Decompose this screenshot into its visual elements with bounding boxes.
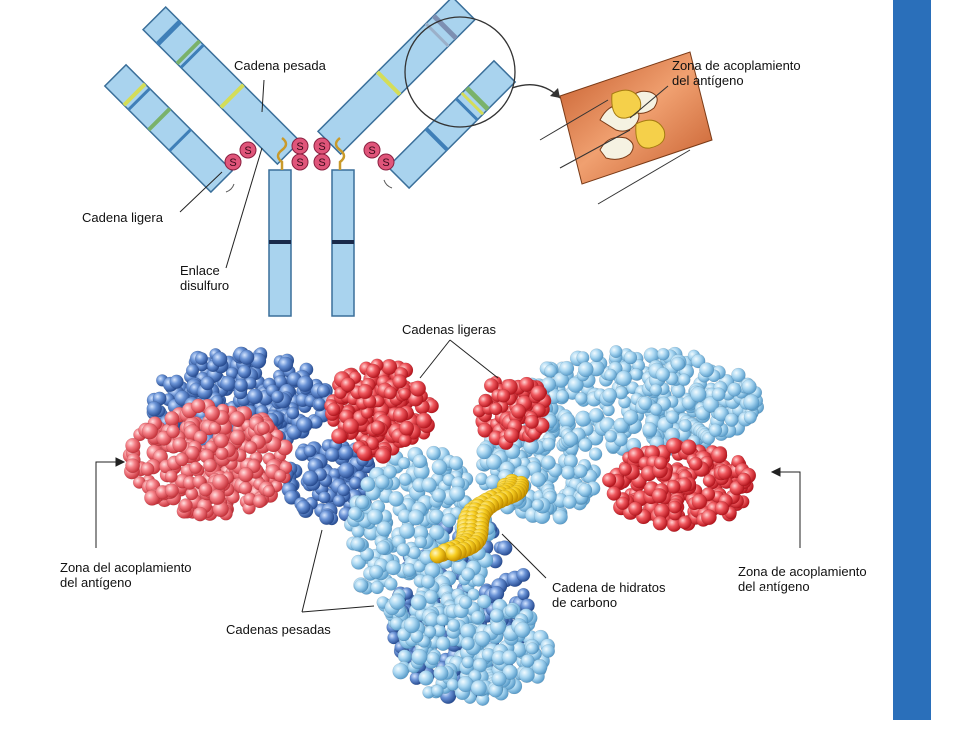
sulfur-atom xyxy=(239,141,257,159)
carbohydrate-chain xyxy=(429,473,530,564)
sulfur-symbol: S xyxy=(382,157,389,169)
left-binding-site-line2: del antígeno xyxy=(60,575,132,590)
left-light-chain xyxy=(103,63,234,194)
disulfide-label-line1: Enlace xyxy=(180,263,220,278)
disulfide-label-line2: disulfuro xyxy=(180,278,230,293)
left-heavy-chain xyxy=(141,5,302,166)
magnifier-circle xyxy=(404,16,516,128)
sulfur-symbol: S xyxy=(296,157,303,169)
sulfur-symbol: S xyxy=(296,141,303,153)
right-binding-site-label: Zona de acoplamiento del antígeno xyxy=(738,564,867,594)
light-blue-cluster-bottom xyxy=(392,593,556,706)
red-cluster-left-top xyxy=(323,358,439,464)
space-filling-model xyxy=(122,345,765,706)
right-light-chain xyxy=(386,59,517,190)
carbohydrate-label-line1: Cadena de hidratos xyxy=(552,580,666,595)
binding-site-label: Zona de acoplamiento del antígeno xyxy=(672,58,801,88)
right-binding-site-line1: Zona de acoplamiento xyxy=(738,564,867,579)
sulfur-symbol: S xyxy=(244,145,251,157)
sulfur-symbol: S xyxy=(318,141,325,153)
heavy-chain-label: Cadena pesada xyxy=(234,58,326,73)
left-binding-site-label: Zona del acoplamiento del antígeno xyxy=(60,560,192,590)
binding-site-label-line2: del antígeno xyxy=(672,73,744,88)
sulfur-symbol: S xyxy=(368,145,375,157)
red-cluster-right xyxy=(602,437,757,532)
hinge-left xyxy=(276,137,288,170)
red-cluster-center-top xyxy=(472,375,552,451)
binding-site-inset xyxy=(539,51,713,205)
stem-heavy-chain-left xyxy=(268,169,292,317)
sulfur-symbol: S xyxy=(229,157,236,169)
hinge-right xyxy=(334,137,346,170)
sulfur-atom xyxy=(224,153,242,171)
carbohydrate-label-line2: de carbono xyxy=(552,595,618,610)
disulfide-label: Enlace disulfuro xyxy=(180,263,229,293)
pink-cluster-left xyxy=(122,398,293,522)
credit-line2: ISBN 84-486-0330-3 xyxy=(774,631,786,732)
credit-text: Princp Integ Zool, Hickman et al, 2003 I… xyxy=(762,432,786,732)
bottom-leader-lines xyxy=(95,339,801,613)
sulfur-atom xyxy=(363,141,381,159)
carbohydrate-chain-label: Cadena de hidratos de carbono xyxy=(552,580,665,610)
light-chain-label: Cadena ligera xyxy=(82,210,163,225)
heavy-chains-label: Cadenas pesadas xyxy=(226,622,331,637)
dark-blue-cluster-left xyxy=(146,346,337,450)
credit-line1: Princp Integ Zool, Hickman et al, 2003 xyxy=(762,545,774,732)
sulfur-symbol: S xyxy=(318,157,325,169)
right-binding-site-line2: del antígeno xyxy=(738,579,810,594)
stem-heavy-chain-right xyxy=(331,169,355,317)
left-binding-site-line1: Zona del acoplamiento xyxy=(60,560,192,575)
binding-site-label-line1: Zona de acoplamiento xyxy=(672,58,801,73)
credit-sidebar xyxy=(893,0,931,720)
sulfur-atom xyxy=(291,153,309,171)
light-chains-label: Cadenas ligeras xyxy=(402,322,496,337)
sulfur-atom xyxy=(313,153,331,171)
sulfur-atom xyxy=(377,153,395,171)
